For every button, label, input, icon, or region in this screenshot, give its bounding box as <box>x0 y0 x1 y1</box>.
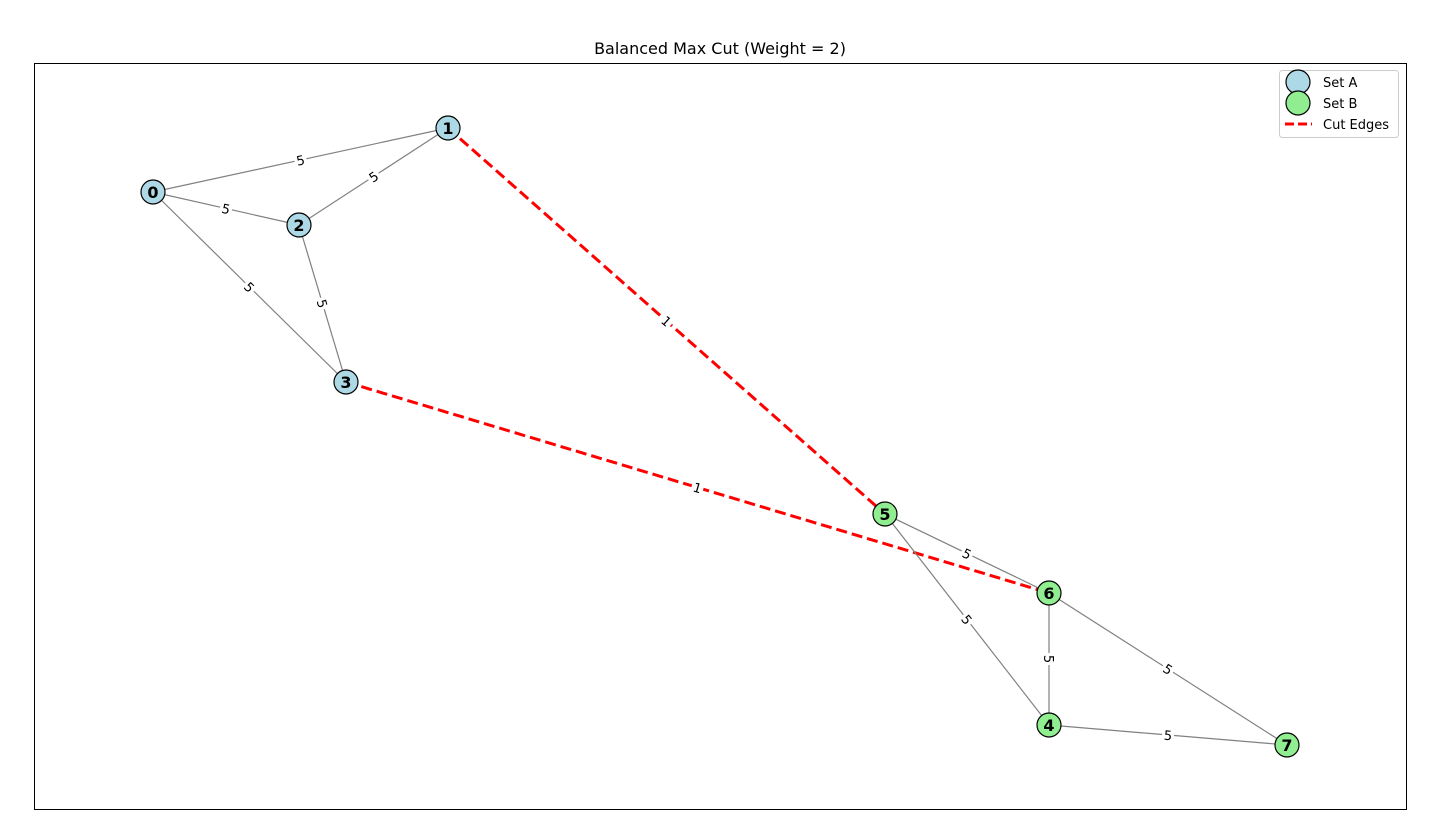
node-label: 6 <box>1043 584 1054 603</box>
edge-weight-label-bg <box>239 277 260 297</box>
edge-weight-label: 5 <box>364 166 383 187</box>
node-label: 7 <box>1281 736 1292 755</box>
node-2: 2 <box>286 212 312 238</box>
edge-weight-text: 5 <box>240 280 256 296</box>
legend-label: Set A <box>1323 76 1357 91</box>
node-6: 6 <box>1036 580 1062 606</box>
edge-weight-label: 5 <box>239 277 260 297</box>
legend-label: Cut Edges <box>1323 118 1389 133</box>
edge-weight-label-bg <box>957 609 977 630</box>
figure-title: Balanced Max Cut (Weight = 2) <box>594 39 846 58</box>
edge-weight-label-bg <box>218 199 234 218</box>
node-7: 7 <box>1274 732 1300 758</box>
node-label: 4 <box>1043 716 1054 735</box>
edge-weight-label: 5 <box>1040 653 1057 665</box>
edge-weight-label: 5 <box>1158 659 1178 679</box>
edge-weight-label: 5 <box>218 199 234 218</box>
node-4: 4 <box>1036 712 1062 738</box>
edge-weight-label: 1 <box>689 478 706 498</box>
edge-weight-text: 5 <box>1163 729 1173 745</box>
node-label: 3 <box>340 373 351 392</box>
node-circle <box>1274 732 1300 758</box>
node-3: 3 <box>333 369 359 395</box>
cut-edge-3-6 <box>345 380 1050 595</box>
nodes-layer: 0 1 2 3 4 5 6 7 <box>140 115 1300 758</box>
node-circle <box>1036 580 1062 606</box>
node-5: 5 <box>872 501 898 527</box>
legend: Set A Set B Cut Edges <box>1279 69 1399 138</box>
edge-weight-label: 5 <box>313 295 332 312</box>
node-circle <box>333 369 359 395</box>
node-circle <box>140 179 166 205</box>
node-label: 5 <box>879 505 890 524</box>
edge-weight-text: 5 <box>313 298 330 310</box>
node-circle <box>286 212 312 238</box>
edge-weight-text: 5 <box>220 202 231 218</box>
edge-weight-label-bg <box>1041 653 1057 665</box>
edge-weight-label-bg <box>1158 659 1178 679</box>
edge-weight-label: 5 <box>957 609 977 630</box>
legend-label: Set B <box>1323 97 1357 112</box>
edge-weight-text: 1 <box>691 481 703 498</box>
node-circle <box>1036 712 1062 738</box>
node-1: 1 <box>435 115 461 141</box>
edge-weight-label-bg <box>656 311 677 331</box>
edge-weight-label: 1 <box>656 311 677 331</box>
node-circle <box>435 115 461 141</box>
edge-weight-label: 5 <box>1161 726 1175 745</box>
edge-weight-label-bg <box>364 166 383 187</box>
plot-frame <box>34 63 1407 810</box>
edge-weight-label: 5 <box>292 150 309 170</box>
edge-weight-text: 5 <box>1040 655 1055 663</box>
node-label: 2 <box>293 216 304 235</box>
legend-marker-set-b <box>1285 90 1311 116</box>
node-label: 1 <box>442 119 453 138</box>
edge-weight-label-bg <box>689 478 706 497</box>
edge-weight-label-bg <box>292 150 309 170</box>
edge-weight-label-bg <box>958 543 976 564</box>
edges-layer <box>152 126 1288 746</box>
edge-weight-label-bg <box>1161 726 1175 744</box>
edge-weight-label: 5 <box>958 543 976 564</box>
edge-weight-text: 5 <box>295 153 306 169</box>
node-label: 0 <box>147 183 158 202</box>
node-circle <box>872 501 898 527</box>
edge-labels-layer: 5 5 5 5 5 1 1 5 5 5 5 5 <box>218 150 1178 745</box>
node-0: 0 <box>140 179 166 205</box>
edge-weight-label-bg <box>313 295 332 312</box>
